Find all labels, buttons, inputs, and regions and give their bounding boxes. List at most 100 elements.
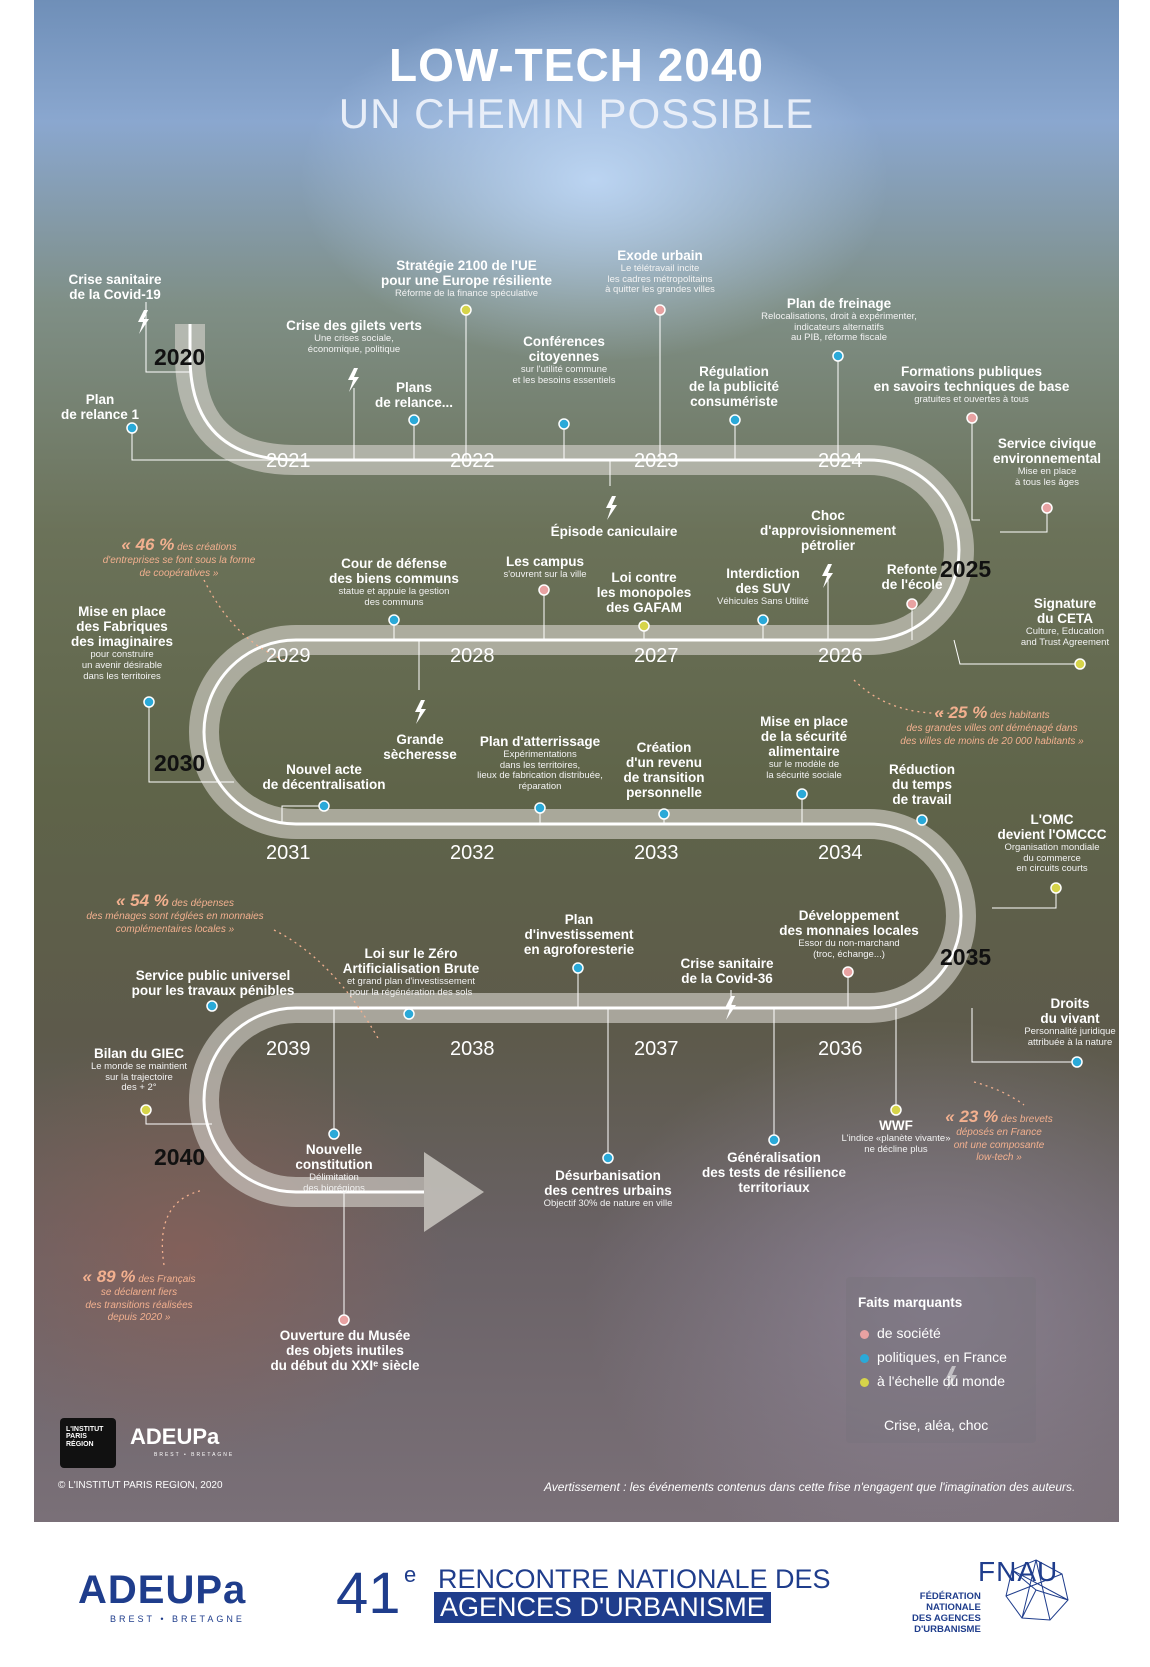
event-dot bbox=[796, 788, 808, 800]
legend: Faits marquants de société politiques, e… bbox=[846, 1277, 1036, 1443]
footer-sup: e bbox=[404, 1562, 417, 1587]
year-label: 2033 bbox=[634, 842, 679, 864]
event-dot bbox=[558, 418, 570, 430]
event-formations: Formations publiques en savoirs techniqu… bbox=[873, 364, 1070, 406]
event-dot bbox=[906, 598, 918, 610]
fnau-network-icon bbox=[1005, 1559, 1069, 1621]
milestone-year: 2035 bbox=[940, 944, 992, 970]
quote-demenagement: « 25 % des habitants des grandes villes … bbox=[900, 703, 1084, 747]
event-dot bbox=[916, 814, 928, 826]
lightning-icon bbox=[138, 310, 149, 334]
event-regulation-pub: Régulation de la publicité consumériste bbox=[688, 364, 780, 410]
event-dot bbox=[460, 304, 472, 316]
event-dot bbox=[1050, 882, 1062, 894]
dot-icon bbox=[860, 1329, 869, 1339]
legend-item-shock: Crise, aléa, choc bbox=[884, 1417, 989, 1433]
year-label: 2029 bbox=[266, 645, 311, 667]
poster: LOW-TECH 2040 UN CHEMIN POSSIBLE 2020 20… bbox=[34, 0, 1119, 1522]
year-label: 2026 bbox=[818, 645, 863, 667]
year-label: 2031 bbox=[266, 842, 311, 864]
event-dot bbox=[328, 1128, 340, 1140]
event-dot bbox=[206, 1000, 218, 1012]
adeupa-logo: ADEUPa bbox=[130, 1424, 220, 1449]
institut-logo: L'INSTITUT PARIS RÉGION bbox=[60, 1418, 116, 1468]
event-dot bbox=[1041, 502, 1053, 514]
event-dot bbox=[534, 802, 546, 814]
event-dot bbox=[140, 1104, 152, 1116]
event-decentralisation: Nouvel acte de décentralisation bbox=[262, 762, 386, 793]
event-plan-relance: Plan de relance 1 bbox=[60, 392, 140, 423]
year-label: 2024 bbox=[818, 450, 863, 472]
event-dot bbox=[890, 1104, 902, 1116]
event-dot bbox=[318, 800, 330, 812]
event-dot bbox=[729, 414, 741, 426]
event-loi-gafam: Loi contre les monopoles des GAFAM bbox=[596, 570, 692, 616]
event-dot bbox=[658, 808, 670, 820]
lightning-icon bbox=[822, 564, 833, 588]
connector-line bbox=[971, 418, 980, 521]
year-label: 2039 bbox=[266, 1038, 311, 1060]
footer-adeupa-logo: ADEUPa bbox=[78, 1568, 247, 1612]
quote-brevets: « 23 % des brevets déposés en France ont… bbox=[945, 1107, 1053, 1164]
lightning-icon bbox=[348, 368, 359, 392]
event-covid36: Crise sanitaire de la Covid-36 bbox=[680, 956, 774, 987]
event-dot bbox=[408, 414, 420, 426]
quote-monnaies: « 54 % des dépenses des ménages sont rég… bbox=[86, 891, 264, 935]
event-dot bbox=[338, 1314, 350, 1326]
milestone-year: 2020 bbox=[154, 344, 206, 370]
dot-icon bbox=[860, 1353, 869, 1363]
adeupa-logo-sub: BREST • BRETAGNE bbox=[154, 1452, 235, 1458]
event-service-public: Service public universel pour les travau… bbox=[131, 968, 295, 999]
connector-line bbox=[971, 1008, 1077, 1063]
event-dot bbox=[403, 1008, 415, 1020]
year-label: 2032 bbox=[450, 842, 495, 864]
lightning-icon bbox=[606, 496, 617, 520]
event-dot bbox=[757, 614, 769, 626]
year-label: 2023 bbox=[634, 450, 679, 472]
event-agroforesterie: Plan d'investissement en agroforesterie bbox=[523, 912, 635, 958]
milestone-year: 2030 bbox=[154, 750, 206, 776]
event-reduction-temps: Réduction du temps de travail bbox=[889, 762, 955, 808]
dot-icon bbox=[860, 1377, 869, 1387]
event-tests-resilience: Généralisation des tests de résilience t… bbox=[701, 1150, 847, 1196]
year-label: 2027 bbox=[634, 645, 679, 667]
footer-adeupa-sub: BREST • BRETAGNE bbox=[110, 1614, 245, 1624]
event-choc-petrolier: Choc d'approvisionnement pétrolier bbox=[760, 508, 896, 554]
event-refonte-ecole: Refonte de l'école bbox=[881, 562, 943, 593]
event-dot bbox=[388, 614, 400, 626]
legend-item-politics: politiques, en France bbox=[860, 1349, 1007, 1365]
milestone-year: 2040 bbox=[154, 1144, 206, 1170]
event-dot bbox=[143, 696, 155, 708]
fnau-text: FÉDÉRATION NATIONALE DES AGENCES D'URBAN… bbox=[912, 1591, 981, 1635]
connector-line bbox=[148, 702, 234, 783]
legend-title: Faits marquants bbox=[858, 1295, 963, 1310]
disclaimer: Avertissement : les événements contenus … bbox=[544, 1480, 1076, 1494]
year-label: 2034 bbox=[818, 842, 863, 864]
road-arrow bbox=[424, 1152, 484, 1232]
event-secheresse: Grande sècheresse bbox=[383, 732, 457, 763]
lightning-icon bbox=[415, 700, 426, 724]
footer-number: 41 bbox=[336, 1561, 401, 1626]
footer-line2: AGENCES D'URBANISME bbox=[434, 1592, 771, 1623]
connector-line bbox=[281, 805, 324, 824]
event-canicule: Épisode caniculaire bbox=[550, 524, 678, 539]
connector-line bbox=[145, 302, 190, 373]
event-dot bbox=[654, 304, 666, 316]
milestone-year: 2025 bbox=[940, 556, 992, 582]
year-label: 2037 bbox=[634, 1038, 679, 1060]
event-dot bbox=[768, 1134, 780, 1146]
